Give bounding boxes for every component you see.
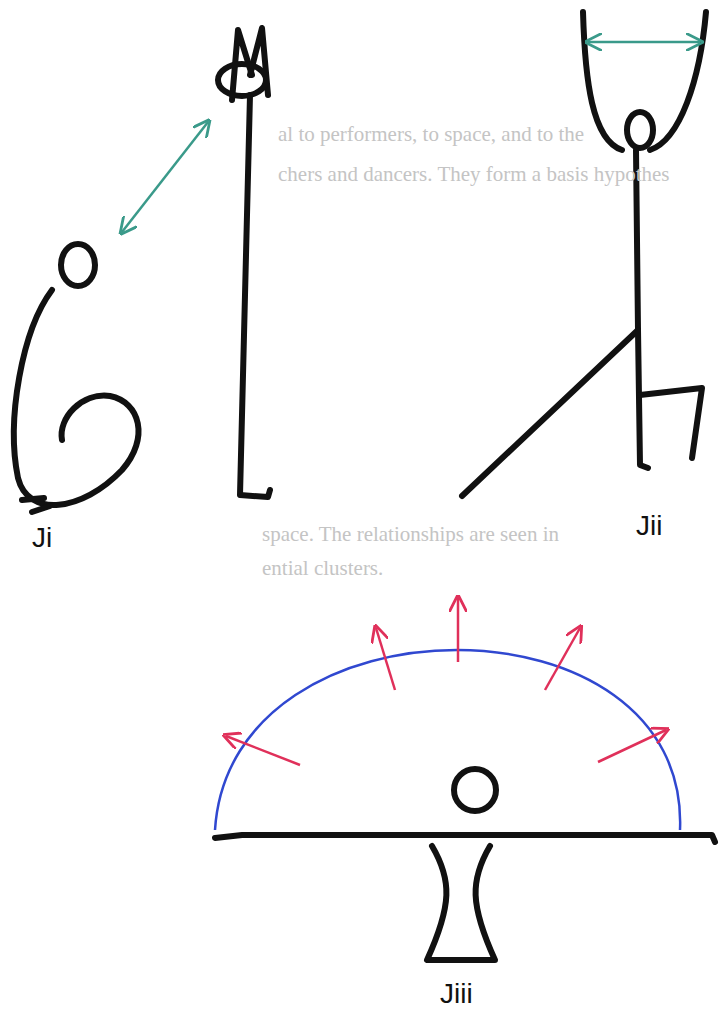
figure-label: Jiii (440, 978, 473, 1010)
span-arrow (588, 41, 700, 44)
reaching-figure (215, 769, 715, 960)
balancing-figure (462, 12, 706, 496)
kinesphere-arc (215, 650, 680, 830)
crouching-figure (14, 244, 139, 512)
reach-arrow (122, 122, 208, 232)
faded-text: chers and dancers. They form a basis hyp… (278, 162, 670, 187)
standing-figure (218, 28, 270, 497)
expansion-arrows (226, 598, 666, 765)
figure-label: Jii (636, 510, 662, 542)
faded-text: al to performers, to space, and to the (278, 122, 584, 147)
faded-text: space. The relationships are seen in (262, 522, 559, 547)
faded-text: ential clusters. (262, 556, 383, 581)
figure-label: Ji (32, 522, 52, 554)
